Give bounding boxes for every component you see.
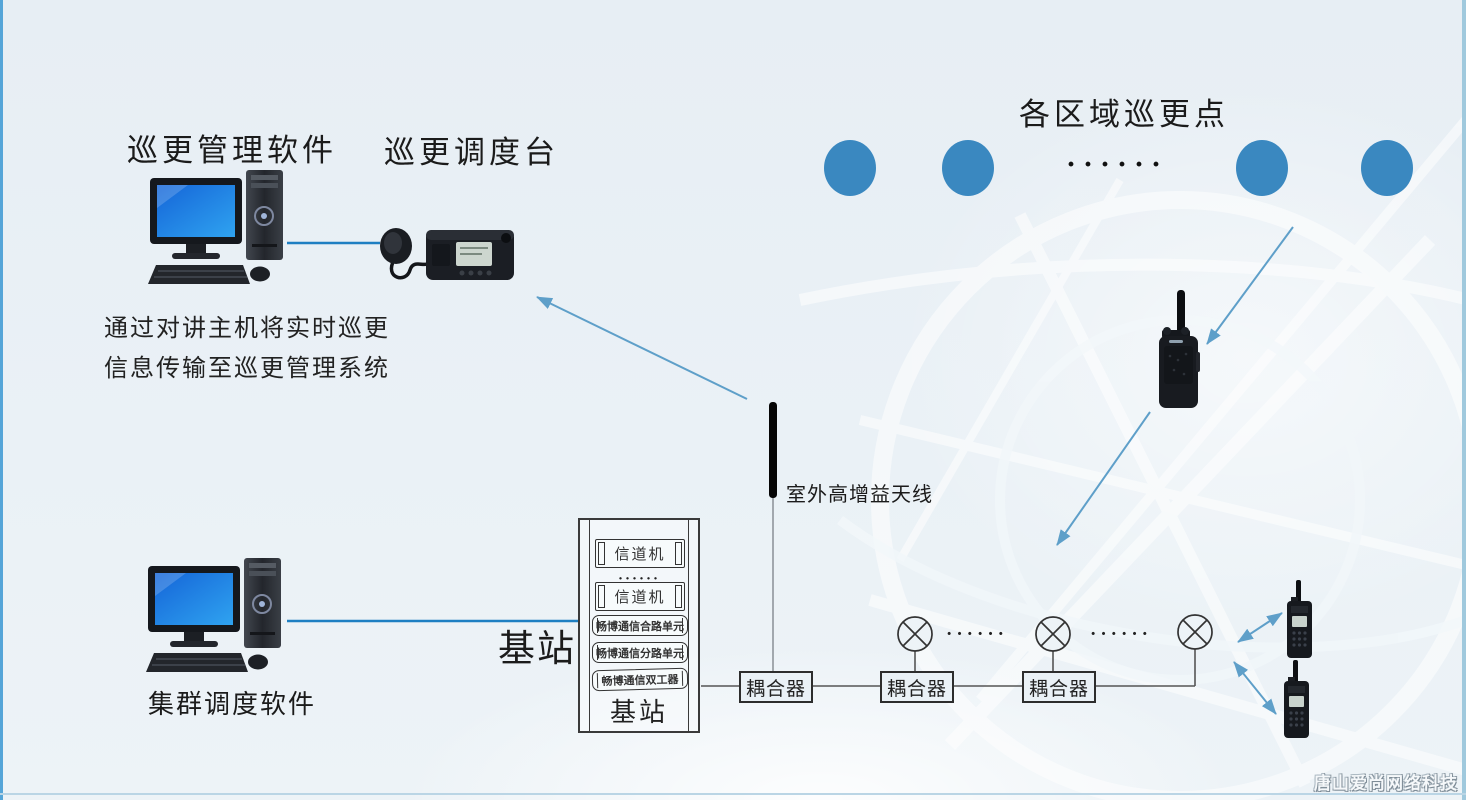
coupler-label: 耦合器 — [1028, 678, 1089, 700]
rack-module-splitter: 畅博通信分路单元 — [592, 642, 688, 663]
arrow-patrolpoint-to-radio — [1206, 226, 1294, 345]
patrol-point-node — [824, 140, 876, 196]
rack-module-channel-2: 信道机 — [595, 582, 685, 611]
rack-rail-right — [688, 520, 689, 731]
rack-module-label: 畅博通信合路单元 — [596, 620, 684, 633]
arrow-to-dispatch-console — [536, 296, 748, 400]
desktop-computer-icon — [146, 558, 281, 672]
desktop-computer-icon — [148, 170, 283, 284]
portable-radio-icon — [1284, 660, 1309, 738]
circle-x-antenna-icon — [1177, 614, 1213, 650]
rack-module-label: 畅博通信双工器 — [601, 673, 679, 688]
patrol-point-node — [942, 140, 994, 196]
frame-edge-left — [0, 0, 3, 800]
rack-module-duplexer: 畅博通信双工器 — [591, 667, 689, 692]
base-station-big-label: 基站 — [498, 629, 576, 670]
coupler-ellipsis-2: ······ — [1090, 624, 1153, 645]
rack-module-label: 信道机 — [614, 547, 666, 563]
outdoor-antenna-label: 室外高增益天线 — [786, 484, 933, 506]
rack-rail-left — [589, 520, 590, 731]
rack-module-label: 信道机 — [614, 590, 666, 606]
rack-module-label: 畅博通信分路单元 — [596, 647, 684, 660]
coupler-label: 耦合器 — [886, 678, 947, 700]
arrow-antenna-radio-2 — [1233, 661, 1277, 715]
patrol-point-node — [1236, 140, 1288, 196]
module-endcap — [598, 585, 605, 608]
frame-edge-right — [1462, 0, 1466, 800]
rack-module-combiner: 畅博通信合路单元 — [592, 615, 688, 636]
trunking-software-label: 集群调度软件 — [148, 690, 317, 719]
patrol-point-node — [1361, 140, 1413, 196]
patrol-points-ellipsis: ······ — [1066, 148, 1169, 181]
coupler-ellipsis-1: ······ — [946, 624, 1009, 645]
caption-line-1: 通过对讲主机将实时巡更 — [104, 316, 390, 342]
module-endcap — [675, 585, 682, 608]
portable-radio-icon — [1159, 290, 1200, 408]
rack-bottom-label: 基站 — [609, 698, 668, 727]
watermark-text: 唐山爱尚网络科技 — [1314, 774, 1458, 793]
caption-line-2: 信息传输至巡更管理系统 — [104, 356, 390, 382]
arrow-radio-to-basestation — [1056, 411, 1151, 546]
frame-edge-bottom — [0, 793, 1466, 795]
portable-radio-icon — [1287, 580, 1312, 658]
patrol-software-title: 巡更管理软件 — [127, 133, 337, 168]
arrow-antenna-radio-1 — [1237, 612, 1283, 643]
coupler-label: 耦合器 — [745, 678, 806, 700]
rack-module-channel-1: 信道机 — [595, 539, 685, 568]
circle-x-antenna-icon — [897, 616, 933, 652]
module-endcap — [675, 542, 682, 565]
module-endcap — [598, 542, 605, 565]
mobile-radio-icon — [380, 228, 514, 280]
dispatch-console-title: 巡更调度台 — [384, 135, 559, 170]
antenna-mast-icon — [769, 402, 777, 498]
coupler-box-2: 耦合器 — [880, 671, 954, 703]
base-station-rack: 信道机 ······ 信道机 畅博通信合路单元 畅博通信分路单元 畅博通信双工器… — [578, 518, 700, 733]
coupler-box-3: 耦合器 — [1022, 671, 1096, 703]
patrol-points-title: 各区域巡更点 — [1019, 97, 1229, 132]
coupler-box-1: 耦合器 — [739, 671, 813, 703]
circle-x-antenna-icon — [1035, 616, 1071, 652]
